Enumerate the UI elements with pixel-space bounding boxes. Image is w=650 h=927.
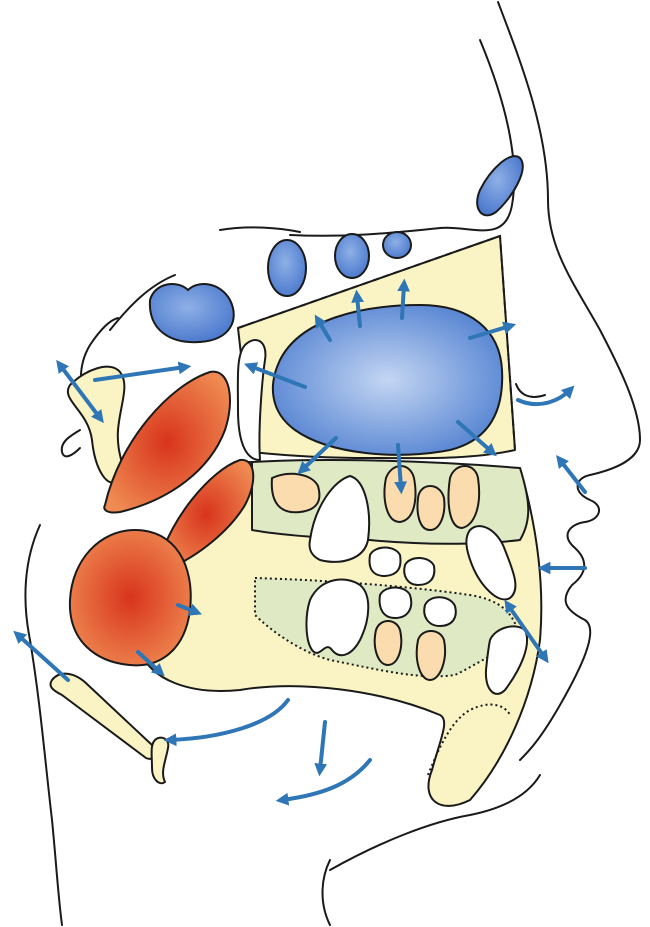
tooth-bud-5 (375, 621, 402, 665)
sphenoid-sinus (150, 284, 234, 342)
growth-arrow-icon (320, 722, 325, 770)
tooth-bud-3 (418, 486, 445, 530)
growth-arrow-icon (282, 760, 370, 800)
upper-molar-2 (370, 548, 401, 577)
lower-premolar-1 (380, 588, 412, 619)
ethmoid-cell-2 (335, 234, 369, 278)
tooth-bud-6 (417, 631, 445, 680)
ethmoid-cell-1 (268, 240, 306, 296)
tooth-bud-1 (272, 474, 320, 512)
mastoid-process (62, 430, 80, 456)
stylohyoid-ligament (50, 674, 156, 759)
lower-premolar-2 (424, 597, 456, 626)
tooth-bud-4 (449, 466, 480, 528)
growth-arrow-icon (170, 700, 288, 740)
upper-molar-3 (404, 558, 434, 585)
hyoid-bone (152, 738, 169, 784)
growth-arrow-icon (18, 635, 68, 680)
growth-arrow-icon (518, 390, 570, 404)
growth-arrow-icon (402, 285, 404, 318)
nose-ala-line (516, 384, 545, 397)
masseter-muscle (70, 530, 191, 665)
growth-arrow-icon (560, 460, 585, 492)
ethmoid-cell-3 (383, 232, 411, 258)
frontal-sinus (477, 156, 523, 215)
neck-front-line (323, 860, 331, 925)
occiput-line (25, 525, 40, 640)
orbit-roof-line (220, 227, 300, 232)
